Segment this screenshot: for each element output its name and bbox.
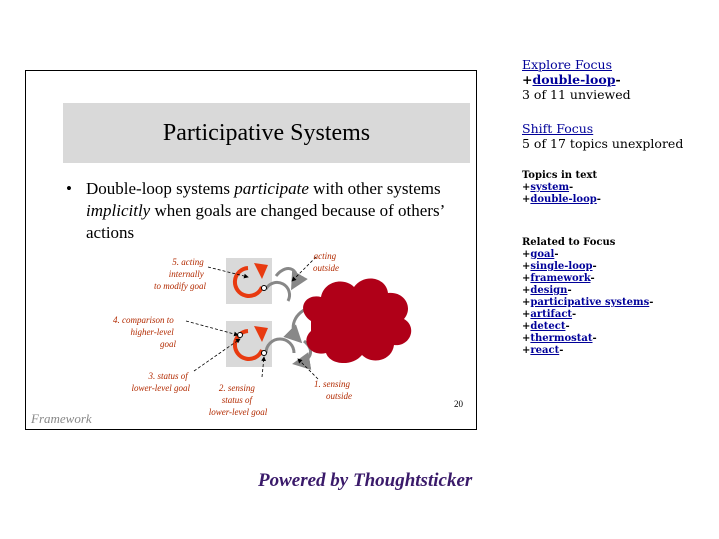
slide: Participative Systems • Double-loop syst…	[25, 70, 477, 430]
bullet-text-implicitly: implicitly	[86, 201, 151, 220]
label-acting-internally: 5. acting internally to modify goal	[154, 257, 206, 291]
slide-number: 20	[454, 399, 463, 409]
pointer-status-lower	[193, 338, 241, 372]
label-sensing-status: 2. sensing status of lower-level goal	[209, 383, 268, 417]
explore-focus-block: Explore Focus +double-loop- 3 of 11 unvi…	[522, 57, 717, 102]
shift-focus-link[interactable]: Shift Focus	[522, 121, 594, 136]
upper-gray-loop-icon	[264, 280, 292, 302]
related-item: +design-	[522, 285, 572, 296]
related-link[interactable]: participative systems	[530, 297, 650, 308]
lower-node-2-icon	[261, 350, 267, 356]
topic-link[interactable]: double-loop	[530, 194, 597, 205]
topics-heading: Topics in text	[522, 170, 598, 181]
related-heading: Related to Focus	[522, 237, 616, 248]
related-link[interactable]: goal	[530, 249, 555, 260]
related-item: +thermostat-	[522, 333, 597, 344]
slide-title: Participative Systems	[162, 120, 371, 146]
lower-gray-loop-icon	[264, 337, 296, 354]
bullet-text-part-1: Double-loop systems	[86, 179, 235, 198]
pointer-acting-outside	[291, 256, 317, 282]
shift-status: 5 of 17 topics unexplored	[522, 136, 684, 151]
bullet-text-participate: participate	[234, 179, 309, 198]
upper-red-loop-icon	[232, 266, 264, 298]
pointer-sensing-status	[261, 356, 266, 378]
related-item: +artifact-	[522, 309, 577, 320]
bullet-text-part-3: with other systems	[308, 179, 441, 198]
topics-block: Topics in text +system-+double-loop-	[522, 170, 717, 206]
slide-title-band: Participative Systems	[63, 103, 470, 163]
related-item: +single-loop-	[522, 261, 597, 272]
explore-status: 3 of 11 unviewed	[522, 87, 631, 102]
explore-topic-row: +double-loop-	[522, 72, 621, 87]
label-status-lower: 3. status of lower-level goal	[131, 371, 190, 393]
powered-by-logo: Powered by Thoughtsticker	[258, 470, 473, 491]
topics-list: +system-+double-loop-	[522, 182, 717, 206]
related-list: +goal-+single-loop-+framework-+design-+p…	[522, 249, 717, 357]
related-link[interactable]: detect	[530, 321, 566, 332]
lower-node-icon	[237, 332, 243, 338]
topic-item: +system-	[522, 182, 574, 193]
lower-loop-box	[226, 321, 272, 367]
related-link[interactable]: framework	[530, 273, 591, 284]
explore-focus-link[interactable]: Explore Focus	[522, 57, 613, 72]
related-item: +participative systems-	[522, 297, 654, 308]
explore-topic-link[interactable]: double-loop	[532, 72, 616, 87]
related-link[interactable]: artifact	[530, 309, 573, 320]
pointer-acting-internally	[207, 266, 249, 279]
related-item: +goal-	[522, 249, 559, 260]
gray-arrow-top-icon	[274, 267, 308, 291]
environment-cloud-icon	[303, 278, 412, 364]
related-block: Related to Focus +goal-+single-loop-+fra…	[522, 237, 717, 357]
upper-loop-box	[226, 258, 272, 304]
related-link[interactable]: react	[530, 345, 560, 356]
bullet-dot: •	[66, 179, 72, 198]
pointer-sensing-outside	[297, 358, 319, 380]
upper-node-icon	[261, 285, 267, 291]
related-item: +react-	[522, 345, 564, 356]
label-acting-outside: acting outside	[313, 251, 339, 273]
lower-red-arrowhead-icon	[254, 326, 268, 342]
lower-red-loop-icon	[232, 329, 264, 361]
related-link[interactable]: design	[530, 285, 568, 296]
upper-red-arrowhead-icon	[254, 263, 268, 279]
topic-link[interactable]: system	[530, 182, 570, 193]
related-link[interactable]: thermostat	[530, 333, 593, 344]
slide-footer-label: Framework	[31, 411, 92, 426]
bullet-text: Double-loop systems participate with oth…	[86, 178, 486, 244]
pointer-comparison	[185, 320, 239, 337]
gray-arrow-mid-icon	[283, 305, 313, 344]
topic-item: +double-loop-	[522, 194, 601, 205]
label-comparison: 4. comparison to higher-level goal	[113, 315, 176, 349]
shift-focus-block: Shift Focus 5 of 17 topics unexplored	[522, 121, 717, 151]
related-item: +framework-	[522, 273, 595, 284]
related-item: +detect-	[522, 321, 570, 332]
label-sensing-outside: 1. sensing outside	[314, 379, 352, 401]
bullet-text-part-5: when goals are changed because of others…	[86, 201, 444, 242]
related-link[interactable]: single-loop	[530, 261, 593, 272]
gray-arrow-bottom-icon	[292, 339, 313, 370]
